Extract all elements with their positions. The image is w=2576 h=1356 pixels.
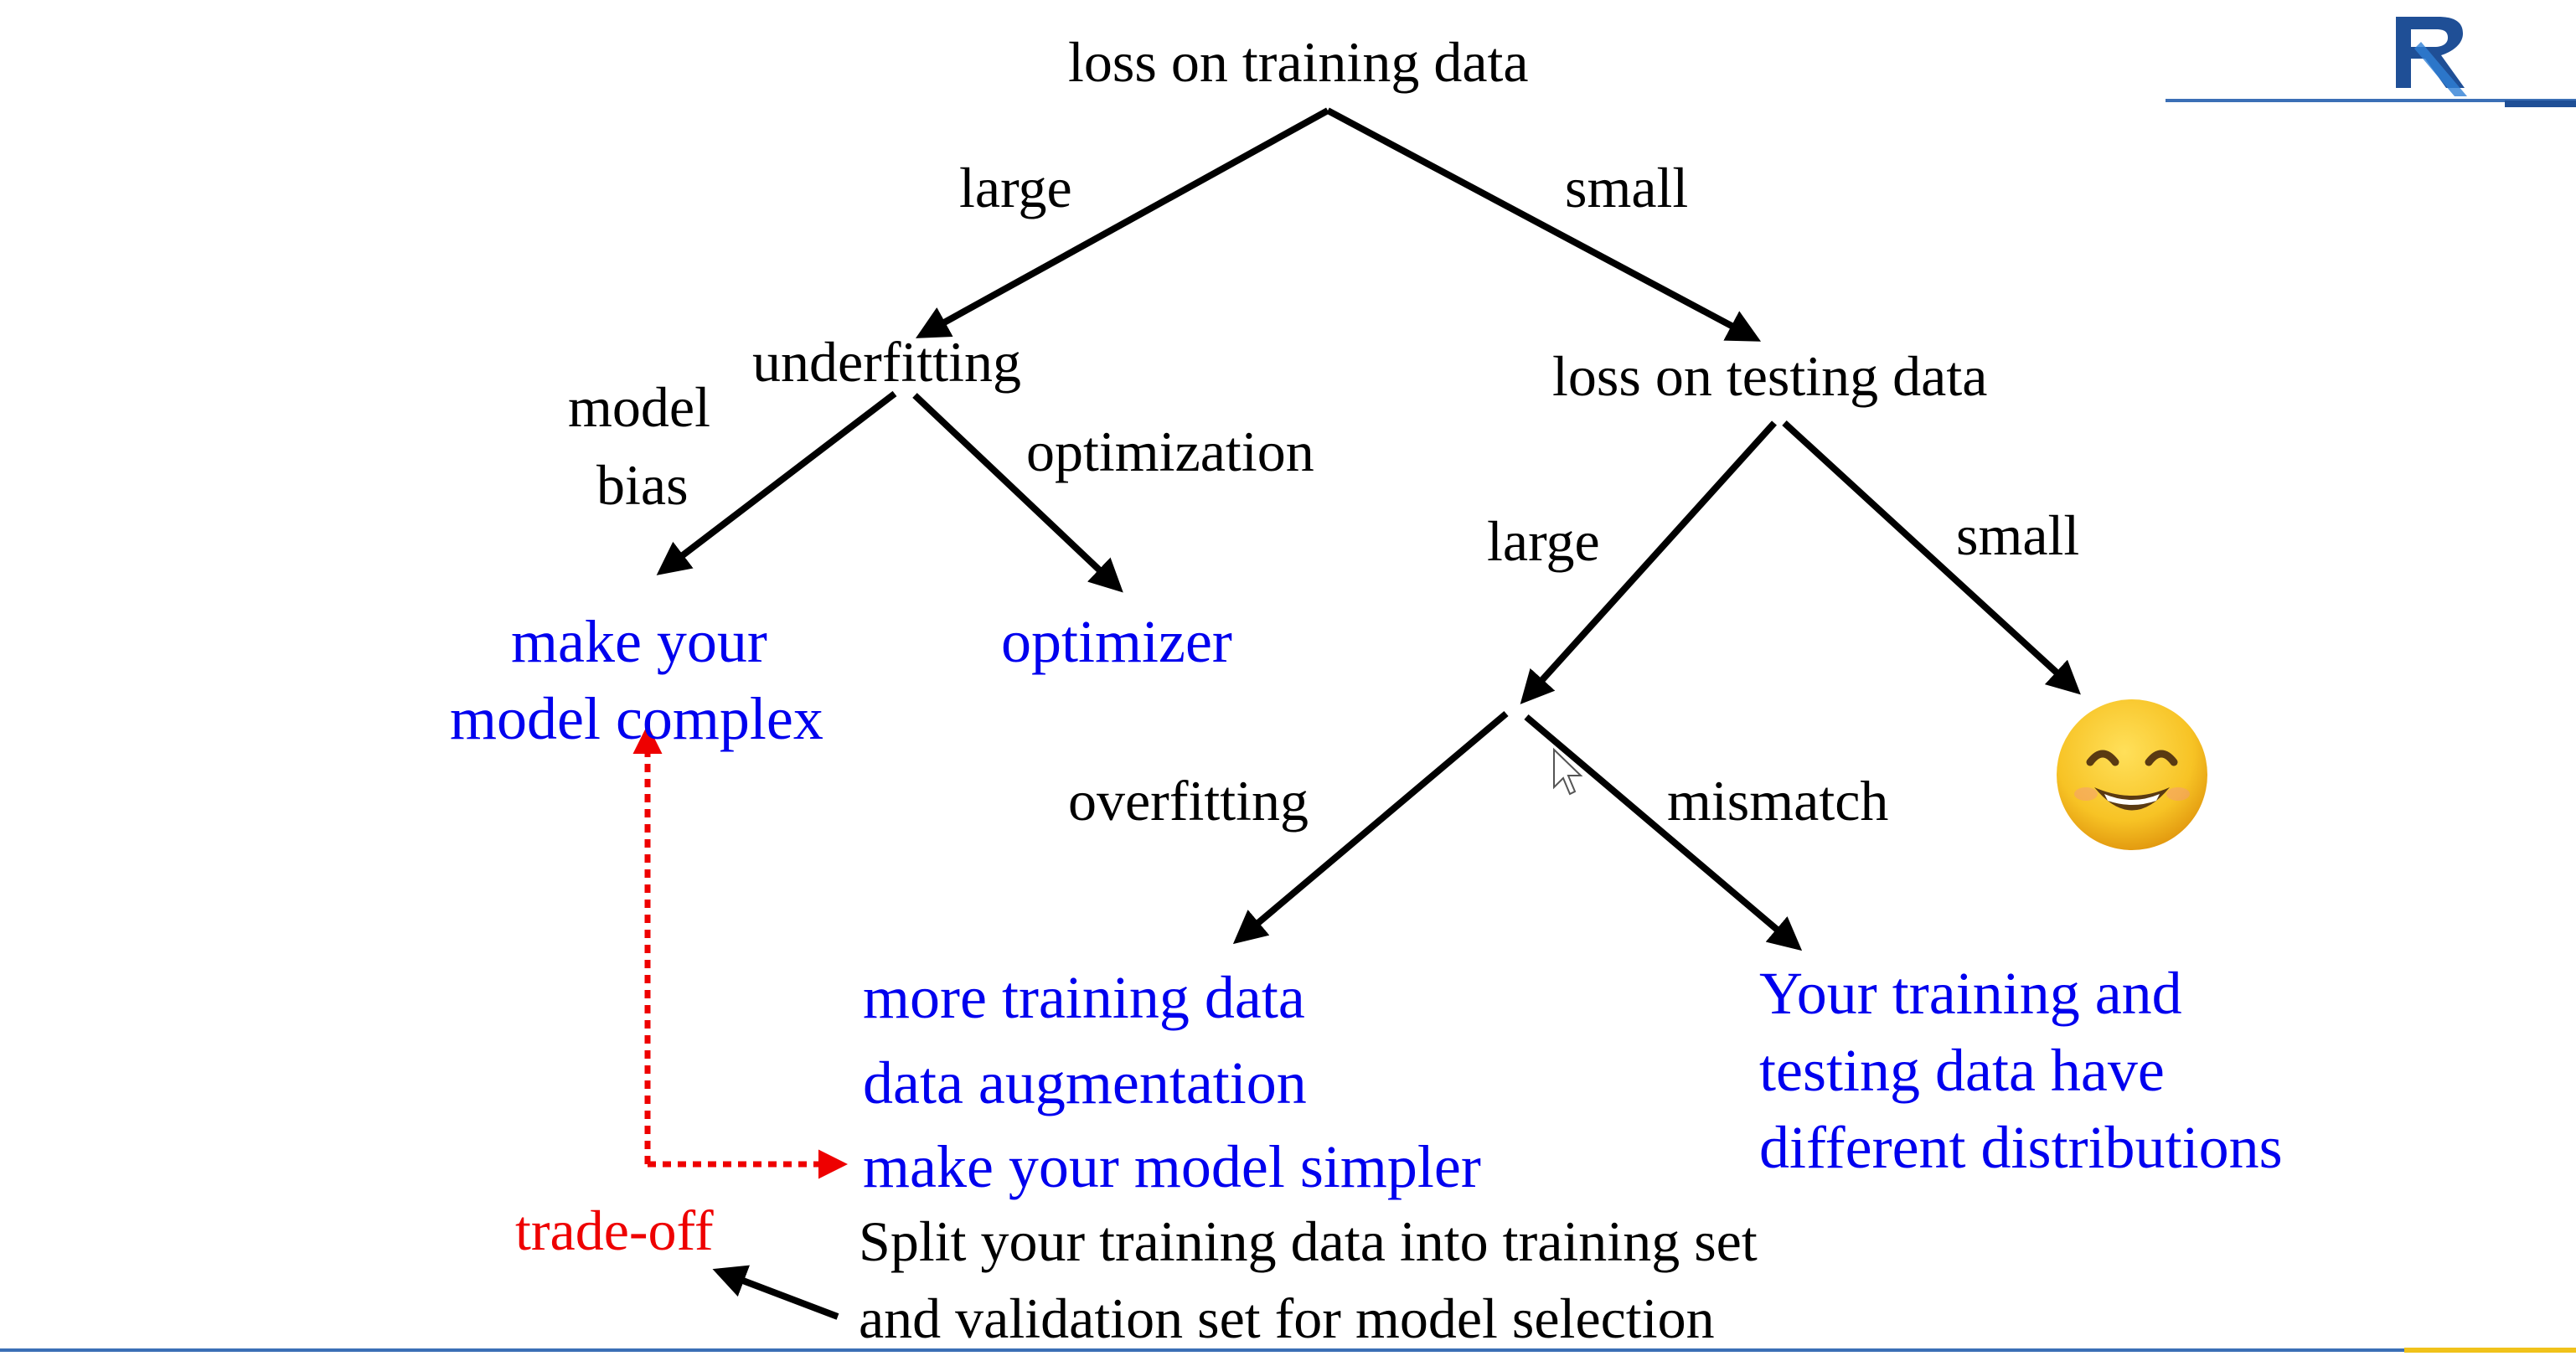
edge-label-small-bottom: small — [1956, 503, 2080, 567]
root-node: loss on training data — [1068, 30, 1529, 94]
arrow-large-to-overfitting — [1232, 710, 1509, 945]
arrow-root-to-underfitting — [915, 107, 1329, 338]
mismatch-note-line-3: different distributions — [1759, 1114, 2283, 1181]
edge-label-large-bottom: large — [1487, 509, 1600, 573]
split-note-line-2: and validation set for model selection — [859, 1286, 1715, 1350]
edge-label-mismatch: mismatch — [1667, 769, 1889, 833]
arrow-underfitting-to-optimizer — [912, 393, 1123, 593]
arrow-large-to-mismatch — [1524, 714, 1803, 951]
arrow-testing-to-small — [1782, 420, 2081, 695]
overfit-remedy-simpler: make your model simpler — [863, 1133, 1481, 1200]
arrow-split-to-tradeoff — [712, 1265, 839, 1320]
edge-label-optimization: optimization — [1026, 420, 1314, 483]
underfitting-node: underfitting — [752, 330, 1022, 394]
testing-node: loss on testing data — [1552, 344, 1988, 408]
mismatch-note-line-2: testing data have — [1759, 1037, 2165, 1104]
split-note-line-1: Split your training data into training s… — [859, 1209, 1758, 1273]
overfit-remedy-more-data: more training data — [863, 964, 1305, 1031]
remedy-make-your: make your — [511, 608, 767, 675]
edge-label-bias: bias — [596, 453, 689, 517]
arrow-root-to-testing — [1326, 107, 1762, 342]
mouse-cursor-icon — [1553, 747, 1583, 796]
edge-label-large-top: large — [959, 156, 1072, 219]
remedy-model-complex: model complex — [450, 685, 823, 752]
overfit-remedy-augmentation: data augmentation — [863, 1049, 1307, 1116]
logo-icon — [2396, 17, 2467, 96]
tradeoff-label: trade-off — [515, 1199, 714, 1262]
edge-label-model: model — [568, 375, 710, 439]
smiley-face-icon — [2057, 699, 2207, 850]
arrow-testing-to-large — [1520, 420, 1777, 704]
edge-label-small-top: small — [1565, 156, 1689, 219]
mismatch-note-line-1: Your training and — [1759, 960, 2182, 1027]
edge-label-overfitting: overfitting — [1068, 769, 1309, 833]
remedy-optimizer: optimizer — [1001, 608, 1232, 675]
arrow-underfitting-to-model-complex — [656, 390, 897, 575]
